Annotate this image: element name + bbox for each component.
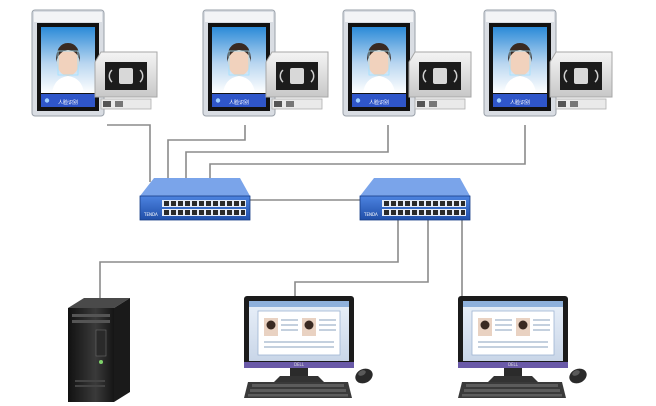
link-terminal-2-switch-1	[167, 125, 246, 182]
card-reader-3	[408, 51, 472, 110]
link-switch-2-workstation-1	[294, 218, 429, 298]
terminal-2-welcome-text: 人脸识别	[229, 99, 249, 106]
terminal-3-welcome-text: 人脸识别	[369, 99, 389, 106]
link-terminal-3-switch-1	[185, 125, 389, 182]
link-switch-2-server	[99, 218, 399, 305]
card-reader-2	[265, 51, 329, 110]
link-terminal-4-switch-1	[209, 125, 526, 182]
terminal-4-welcome-text: 人脸识别	[510, 99, 530, 106]
link-terminal-1-switch-1	[107, 124, 151, 182]
server-tower	[68, 298, 130, 402]
workstation-1-monitor-brand: DELL	[294, 362, 305, 367]
workstation-1	[243, 295, 376, 399]
connection-lines	[99, 124, 526, 305]
card-reader-1	[94, 51, 158, 110]
workstation-2	[457, 295, 590, 399]
card-reader-4	[549, 51, 613, 110]
workstation-2-monitor-brand: DELL	[508, 362, 519, 367]
switch-2-brand: TENDA	[363, 212, 378, 217]
terminal-1-welcome-text: 人脸识别	[58, 99, 78, 106]
switch-1-brand: TENDA	[143, 212, 158, 217]
